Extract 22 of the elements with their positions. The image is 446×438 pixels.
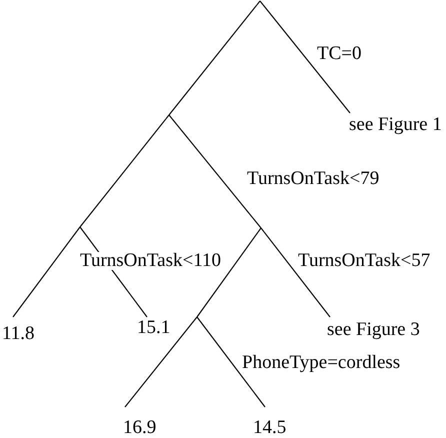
split-condition: TurnsOnTask<110 xyxy=(80,252,221,270)
leaf-value: 11.8 xyxy=(2,325,35,343)
branch-point xyxy=(258,227,265,233)
leaf-value: 15.1 xyxy=(137,319,170,337)
leaf-label: see Figure 1 xyxy=(349,116,442,134)
branch-point xyxy=(165,114,173,120)
branch-line xyxy=(264,232,330,318)
branch-line xyxy=(262,4,350,114)
branch-line xyxy=(196,232,259,318)
branch-line xyxy=(12,230,78,318)
branch-line xyxy=(124,320,194,408)
branch-line xyxy=(200,320,266,408)
branch-line xyxy=(172,118,262,228)
branch-point xyxy=(193,316,201,322)
branch-point xyxy=(76,226,84,232)
leaf-value: 16.9 xyxy=(123,419,156,437)
leaf-label: see Figure 3 xyxy=(327,321,420,339)
leaf-value: 14.5 xyxy=(253,419,286,437)
branch-line xyxy=(80,118,166,228)
branch-point xyxy=(256,0,264,6)
branch-line xyxy=(168,4,258,116)
split-condition: PhoneType=cordless xyxy=(242,354,400,372)
